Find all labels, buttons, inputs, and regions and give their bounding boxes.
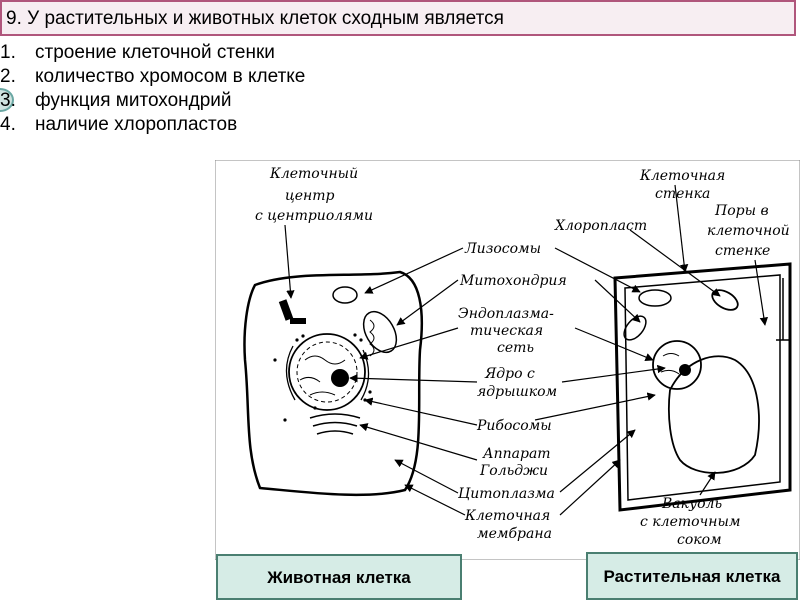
label-ribosomes: Рибосомы	[476, 418, 552, 434]
label-vacuole: с клеточным	[640, 514, 741, 530]
label-membrane: мембрана	[477, 526, 552, 542]
label-cell-wall: стенка	[655, 186, 710, 202]
pointer-lines	[284, 184, 769, 516]
label-membrane: Клеточная	[464, 508, 550, 524]
option-text: наличие хлоропластов	[35, 114, 238, 135]
plant-cell-wall	[613, 262, 792, 512]
label-cell-center: Клеточный	[269, 166, 358, 182]
label-pores: Поры в	[714, 203, 769, 219]
label-vacuole: Вакуоль	[661, 496, 722, 512]
chloroplast	[638, 289, 672, 307]
label-pores: стенке	[715, 243, 770, 259]
option-text: функция митохондрий	[35, 90, 232, 111]
label-cell-center: центр	[285, 188, 335, 204]
question-text: 9. У растительных и животных клеток сход…	[6, 8, 504, 29]
option-text: количество хромосом в клетке	[35, 66, 306, 87]
option-number: 1.	[0, 42, 16, 63]
option-number: 2.	[0, 66, 16, 87]
label-er: Эндоплазма-	[458, 306, 554, 322]
animal-nucleus	[288, 333, 366, 411]
animal-nucleolus	[331, 369, 349, 387]
label-pores: клеточной	[707, 223, 790, 239]
plant-nucleus	[652, 340, 702, 390]
label-nucleus: ядрышком	[477, 384, 557, 400]
label-cell-center: с центриолями	[255, 208, 373, 224]
lysosome	[332, 286, 358, 304]
plant-mitochondrion	[623, 315, 647, 341]
label-golgi: Гольджи	[479, 463, 548, 479]
option-number: 3.	[0, 90, 16, 111]
label-er: сеть	[497, 340, 534, 356]
caption-plant-cell: Растительная клетка	[586, 552, 798, 600]
mitochondrion	[362, 310, 398, 354]
vacuole	[667, 355, 760, 474]
option-number: 4.	[0, 114, 16, 135]
label-mitochondria: Митохондрия	[459, 273, 567, 289]
question-box: 9. У растительных и животных клеток сход…	[0, 0, 796, 36]
label-cytoplasm: Цитоплазма	[458, 486, 555, 502]
label-lysosomes: Лизосомы	[464, 241, 541, 257]
option-text: строение клеточной стенки	[35, 42, 275, 63]
centriole	[278, 299, 294, 321]
label-nucleus: Ядро с	[484, 366, 535, 382]
cell-diagram: Клеточный центр с центриолями Клеточная …	[215, 160, 800, 560]
label-er: тическая	[470, 323, 543, 339]
label-golgi: Аппарат	[482, 446, 551, 462]
golgi-apparatus	[309, 413, 361, 435]
label-cell-wall: Клеточная	[639, 168, 725, 184]
label-vacuole: соком	[677, 532, 722, 548]
caption-animal-cell: Животная клетка	[216, 554, 462, 600]
label-chloroplast: Хлоропласт	[554, 218, 647, 234]
